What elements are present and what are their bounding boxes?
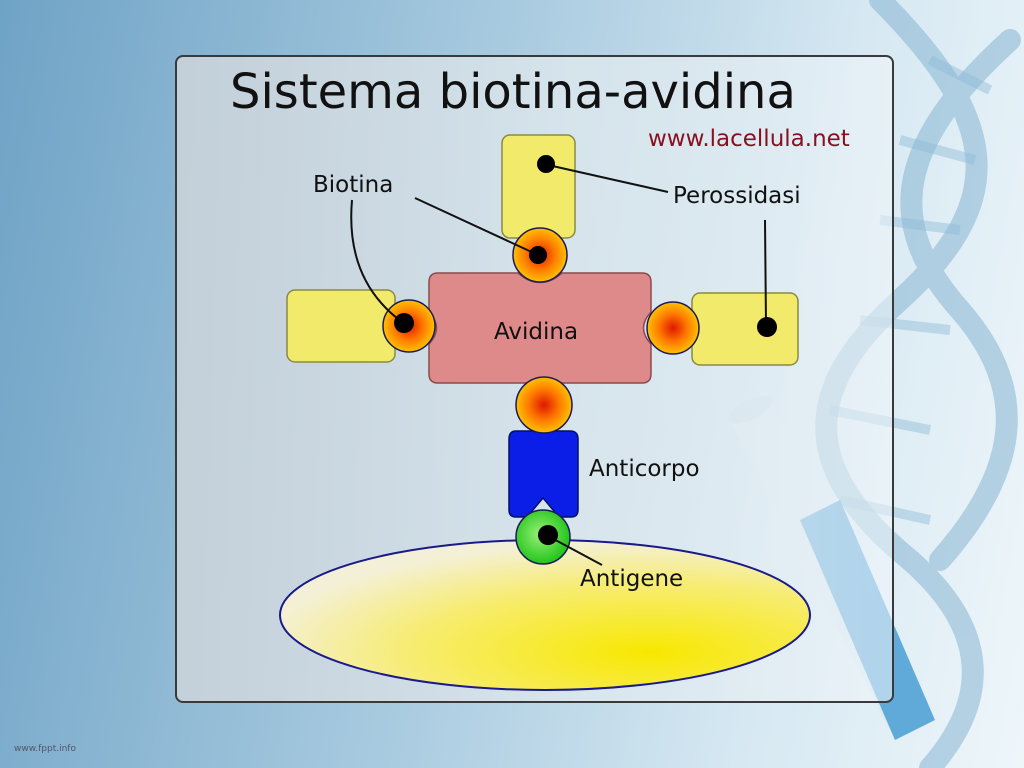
leader-perossidasi-right <box>764 219 767 326</box>
antibody <box>508 430 579 518</box>
leader-perossidasi-top <box>547 164 669 193</box>
biotin-right <box>646 301 700 355</box>
label-antigene: Antigene <box>580 566 684 592</box>
leader-antigene <box>547 535 603 566</box>
website-link: www.lacellula.net <box>648 126 850 152</box>
dot-biotin-top <box>529 246 547 264</box>
dot-peroxidase-top <box>537 155 555 173</box>
biotin-bottom <box>515 376 573 434</box>
leader-biotina-top <box>414 197 537 255</box>
peroxidase-top <box>501 134 576 239</box>
dot-peroxidase-right <box>757 317 777 337</box>
corner-credit: www.fppt.info <box>14 744 76 754</box>
dot-antigen <box>538 525 558 545</box>
label-avidina: Avidina <box>494 319 579 345</box>
label-anticorpo: Anticorpo <box>589 456 700 482</box>
leader-biotina-left <box>350 199 403 323</box>
label-perossidasi: Perossidasi <box>673 183 801 209</box>
peroxidase-right <box>691 292 799 366</box>
diagram-title: Sistema biotina-avidina <box>230 64 796 120</box>
dot-biotin-left <box>394 313 414 333</box>
label-biotina: Biotina <box>313 172 394 198</box>
